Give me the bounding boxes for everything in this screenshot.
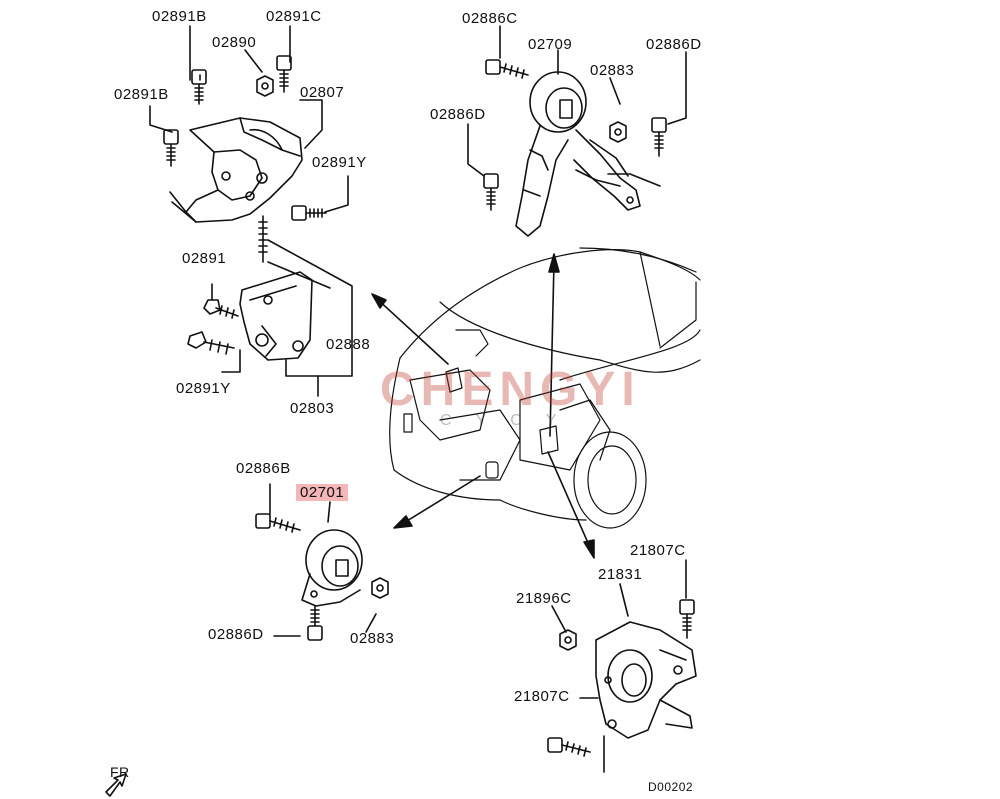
part-label: 21807C <box>630 542 686 559</box>
bolt-icon <box>483 173 499 211</box>
bolt-icon <box>679 599 695 639</box>
part-label: 02709 <box>528 36 573 53</box>
part-label: 02807 <box>300 84 345 101</box>
bolt-icon <box>291 205 327 221</box>
part-label: 02886D <box>430 106 486 123</box>
part-label: 21807C <box>514 688 570 705</box>
drawing-code: D00202 <box>648 780 694 794</box>
part-label: 02888 <box>326 336 371 353</box>
part-label: 02886C <box>462 10 518 27</box>
part-label: 02803 <box>290 400 335 417</box>
nut-icon <box>371 577 389 599</box>
top-left-bracket-assembly <box>149 25 353 397</box>
part-label: 02883 <box>350 630 395 647</box>
highlighted-part-label: 02701 <box>296 484 349 501</box>
part-label: 21896C <box>516 590 572 607</box>
nut-icon <box>256 75 274 97</box>
watermark-brand: CHENGYI <box>380 363 641 416</box>
part-label: 02886D <box>208 626 264 643</box>
bolt-icon <box>485 59 529 79</box>
bolt-icon <box>547 737 591 757</box>
part-label: 02886D <box>646 36 702 53</box>
bolt-icon <box>651 117 667 157</box>
part-label: 02891 <box>182 250 227 267</box>
part-label: 02891B <box>114 86 169 103</box>
front-direction-label: FR <box>110 764 130 780</box>
bolt-icon <box>191 69 207 105</box>
bolt-icon <box>187 331 235 355</box>
bolt-icon <box>163 129 179 167</box>
bolt-icon <box>203 299 239 319</box>
part-label: 02891Y <box>176 380 231 397</box>
part-label: 02891B <box>152 8 207 25</box>
bolt-icon <box>276 55 292 93</box>
rear-roll-mount-assembly <box>547 559 697 773</box>
bolt-icon <box>255 513 301 533</box>
nut-icon <box>609 121 627 143</box>
nut-icon <box>559 629 577 651</box>
part-label: 02886B <box>236 460 291 477</box>
bolt-icon <box>307 605 323 641</box>
top-right-mount-assembly <box>467 25 687 237</box>
part-label: 02890 <box>212 34 257 51</box>
part-label: 02891C <box>266 8 322 25</box>
watermark-sub: CYCY <box>440 412 581 429</box>
front-direction-arrow-icon <box>105 773 127 797</box>
part-label: 02891Y <box>312 154 367 171</box>
vehicle-outline <box>389 247 701 529</box>
part-label: 21831 <box>598 566 643 583</box>
pointer-arrows <box>371 253 595 559</box>
part-label: 02883 <box>590 62 635 79</box>
transmission-mount-assembly <box>255 483 389 641</box>
